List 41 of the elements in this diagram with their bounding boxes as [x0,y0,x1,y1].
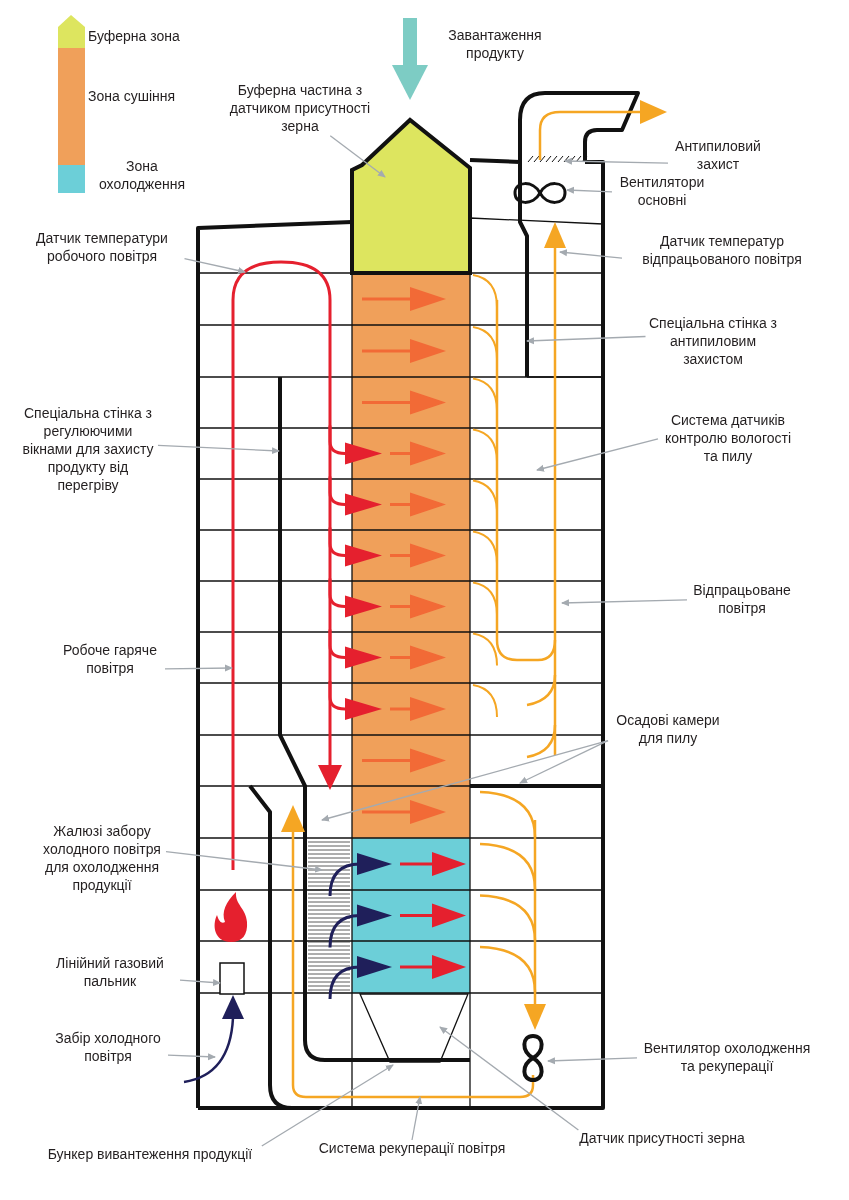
callout-text: Завантаження продукту [447,27,543,63]
callout-text: Робоче гаряче повітря [55,642,165,678]
leader-line [179,979,221,986]
leader-line [439,1026,580,1131]
leader-line [157,444,280,455]
leader-line [167,1053,216,1061]
leader-line [411,1096,423,1141]
legend-label: Буферна зона [88,28,180,46]
leader-line [561,599,688,607]
leader-line [526,335,647,345]
callout-text: Забір холодного повітря [48,1030,168,1066]
leader-line [329,135,386,178]
leader-line [536,438,659,472]
leader-line [564,157,669,165]
leader-line [559,249,623,259]
leader-line [164,664,233,672]
leader-line [566,186,613,194]
leader-line [183,258,246,274]
callout-text: Датчик температури робочого повітря [19,230,185,266]
callout-text: Спеціальна стінка з антипиловим захистом [645,315,781,369]
legend-label: Зона охолодження [97,158,187,194]
callout-text: Датчик температур відпрацьованого повітря [622,233,822,269]
callout-text: Датчик присутності зерна [552,1130,772,1148]
callout-text: Вентилятор охолодження та рекуперації [637,1040,817,1076]
legend-label: Зона сушіння [88,88,176,106]
callout-text: Вентилятори основні [612,174,712,210]
callout-text: Лінійний газовий пальник [40,955,180,991]
leader-line [321,740,609,822]
callout-text: Система рекуперації повітря [292,1140,532,1158]
leader-line [261,1064,394,1147]
leader-line [519,740,609,784]
callout-text: Система датчиків контролю вологості та пилу [658,412,798,466]
callout-text: Жалюзі забору холодного повітря для охолодження продукції [38,823,166,895]
callout-text: Відпрацьоване повітря [687,582,797,618]
callout-text: Осадові камери для пилу [608,712,728,748]
callout-text: Спеціальна стінка з регулюючими вікнами для захисту продукту від перегріву [18,405,158,495]
callout-text: Антипиловий захист [668,138,768,174]
callout-text: Бункер вивантеження продукції [20,1146,280,1164]
leader-line [165,851,323,873]
callout-text: Буферна частина з датчиком присутності зерна [211,82,389,136]
leader-line [547,1057,638,1065]
